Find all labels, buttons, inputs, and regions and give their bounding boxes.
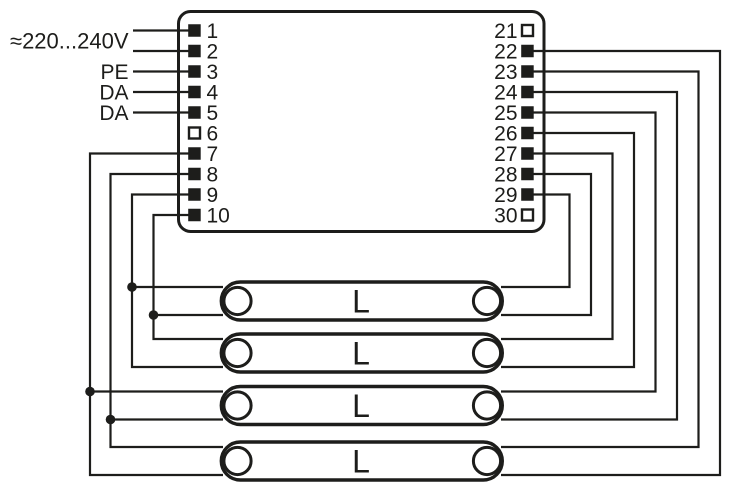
terminal-7: 7 xyxy=(188,143,218,166)
junction-dot xyxy=(127,282,137,292)
left-lamp-wires xyxy=(88,152,223,477)
terminal-26-number: 26 xyxy=(494,123,517,146)
left-terminals: 1 2 3 4 5 6 7 8 9 10 xyxy=(187,20,230,228)
terminal-24-number: 24 xyxy=(494,82,518,105)
terminal-30-number: 30 xyxy=(494,205,517,228)
terminal-6: 6 xyxy=(187,123,219,146)
terminal-1: 1 xyxy=(188,20,218,43)
terminal-8-number: 8 xyxy=(207,164,219,187)
terminal-27-number: 27 xyxy=(494,143,517,166)
terminal-9: 9 xyxy=(188,184,218,207)
ballast-body xyxy=(177,10,546,233)
terminal-23: 23 xyxy=(494,61,534,84)
input-wires xyxy=(133,29,195,114)
lamp-4: L xyxy=(219,440,505,482)
terminal-4: 4 xyxy=(188,82,219,105)
lamp-2: L xyxy=(219,332,505,374)
terminal-7-number: 7 xyxy=(207,143,219,166)
wire-t9-lamp2-bottom xyxy=(130,193,223,369)
lamp-4-left-cap xyxy=(222,445,253,477)
lamp-2-right-cap xyxy=(471,337,503,369)
terminal-22: 22 xyxy=(494,41,534,64)
terminal-28-number: 28 xyxy=(494,164,517,187)
mains-voltage-label: ≈220...240V xyxy=(10,29,129,54)
lamp-2-label: L xyxy=(352,336,370,372)
wire-t25-lamp3-top xyxy=(501,111,657,393)
right-terminals: 21 22 23 24 25 26 27 28 29 30 xyxy=(494,20,535,228)
wire-t8-lamp4-top xyxy=(109,172,223,449)
right-lamp-wires xyxy=(501,49,722,477)
wire-t24-lamp3-bottom xyxy=(501,90,679,421)
lamp-1-label: L xyxy=(352,284,370,320)
lamp-4-right-cap xyxy=(471,445,503,477)
junction-dot xyxy=(148,310,159,320)
terminal-5-number: 5 xyxy=(207,102,219,125)
terminal-29-number: 29 xyxy=(494,184,517,207)
terminal-29: 29 xyxy=(494,184,534,207)
terminal-21: 21 xyxy=(494,20,535,43)
terminal-1-number: 1 xyxy=(207,20,219,43)
terminal-4-number: 4 xyxy=(207,82,219,105)
wire-t22-lamp4-bottom xyxy=(501,49,722,477)
terminal-21-number: 21 xyxy=(494,20,517,43)
da-label-2: DA xyxy=(99,102,128,125)
terminal-26: 26 xyxy=(494,123,534,146)
wire-t29-lamp1-top xyxy=(501,193,571,289)
terminal-30: 30 xyxy=(494,205,535,228)
lamp-2-left-cap xyxy=(222,337,253,369)
terminal-5: 5 xyxy=(188,102,218,125)
terminal-3: 3 xyxy=(188,61,218,84)
terminal-9-number: 9 xyxy=(207,184,219,207)
terminal-2: 2 xyxy=(188,41,218,64)
wire-t23-lamp4-top xyxy=(501,70,700,449)
da-label-1: DA xyxy=(99,82,128,105)
wire-t10-lamp2-top xyxy=(152,213,223,341)
lamp-3: L xyxy=(219,384,505,427)
lamp-4-label: L xyxy=(352,444,370,480)
junction-dots xyxy=(85,282,159,425)
lamp-1: L xyxy=(219,280,505,322)
terminal-22-number: 22 xyxy=(494,41,517,64)
junction-dot xyxy=(105,414,116,425)
terminal-6-number: 6 xyxy=(207,123,219,146)
terminal-10-number: 10 xyxy=(207,205,230,228)
wire-t27-lamp2-top xyxy=(501,152,614,341)
input-labels: ≈220...240V PE DA DA xyxy=(10,29,129,126)
terminal-24: 24 xyxy=(494,82,534,105)
lamp-3-label: L xyxy=(352,388,370,424)
terminal-23-number: 23 xyxy=(494,61,517,84)
pe-label: PE xyxy=(100,61,128,84)
terminal-8: 8 xyxy=(188,164,218,187)
wire-t28-lamp1-bottom xyxy=(501,172,593,317)
lamp-3-right-cap xyxy=(471,390,503,421)
terminal-27: 27 xyxy=(494,143,534,166)
wire-t26-lamp2-bottom xyxy=(501,131,636,369)
terminal-3-number: 3 xyxy=(207,61,219,84)
lamp-3-left-cap xyxy=(222,390,253,421)
wire-t7-lamp4-bottom xyxy=(88,152,223,477)
terminal-10: 10 xyxy=(188,205,230,228)
terminal-2-number: 2 xyxy=(207,41,219,64)
terminal-25: 25 xyxy=(494,102,534,125)
lamp-1-left-cap xyxy=(222,285,253,317)
terminal-25-number: 25 xyxy=(494,102,517,125)
lamp-1-right-cap xyxy=(471,285,503,317)
junction-dot xyxy=(85,386,95,397)
terminal-28: 28 xyxy=(494,164,534,187)
